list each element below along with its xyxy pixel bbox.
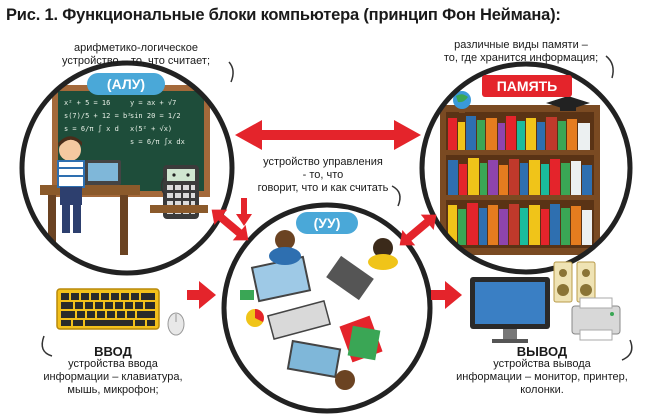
output-desc-line: колонки. <box>520 384 564 396</box>
alu-desc-line: арифметико-логическое <box>74 42 198 54</box>
board-line: y = ax + √7 <box>130 99 176 107</box>
arrow-cu-caption <box>236 198 252 226</box>
board-line: s = 6/π ∫x dx <box>130 137 185 146</box>
graduation-cap <box>546 96 590 110</box>
board-line: s(7)/5 + 12 = b² <box>64 112 131 120</box>
memory-desc-line: различные виды памяти – <box>454 39 588 51</box>
cu-badge <box>296 212 358 234</box>
keyboard-top <box>326 255 374 301</box>
input-desc-line: информации – клавиатура, <box>43 371 183 383</box>
alu-desc-line: устройство – то, что считает; <box>62 55 210 67</box>
arrow-alu-memory <box>235 120 421 150</box>
memory-badge-label: ПАМЯТЬ <box>497 78 558 94</box>
cu-desc-line: говорит, что и как считать <box>257 182 389 194</box>
input-heading: ВВОД <box>94 344 132 359</box>
input-block: ВВОД устройства ввода информации – клави… <box>28 345 198 397</box>
input-desc-line: устройства ввода <box>68 358 158 370</box>
memory-desc-line: то, где хранится информация; <box>443 52 599 64</box>
laptop <box>266 299 332 341</box>
books-row <box>448 203 592 245</box>
output-devices <box>470 261 621 343</box>
desk <box>40 185 140 195</box>
output-heading: ВЫВОД <box>516 344 568 359</box>
input-desc-line: мышь, микрофон; <box>67 384 159 396</box>
output-block: ВЫВОД устройства вывода информации – мон… <box>430 345 654 397</box>
boy-shirt <box>57 160 85 188</box>
alu-badge <box>87 73 165 95</box>
board-line: sin 20 = 1/2 <box>130 112 181 120</box>
arrow-input-cu <box>187 281 216 309</box>
cu-description: устройство управления - то, что говорит,… <box>230 156 416 195</box>
books-row <box>448 116 590 150</box>
arrow-alu-cu <box>211 209 249 241</box>
books-row <box>448 158 592 195</box>
memory-circle: ПАМЯТЬ <box>419 61 633 275</box>
mouse <box>167 312 185 336</box>
page-title: Рис. 1. Функциональные блоки компьютера … <box>6 6 561 24</box>
person-head <box>275 230 295 250</box>
arrows <box>187 120 462 309</box>
alu-circle: (АЛУ) x² + 5 = 16 s(7)/5 + 12 = b² s = 6… <box>19 60 235 276</box>
person-head <box>335 370 355 390</box>
cu-circle: (УУ) <box>221 202 433 414</box>
output-desc-line: информации – монитор, принтер, <box>456 371 628 383</box>
board-line: s = 6/π ∫ x d <box>64 124 119 133</box>
caption-pointers <box>41 55 633 361</box>
board-line: x(5² + √x) <box>130 125 172 133</box>
memory-badge <box>482 75 572 97</box>
arrow-cu-output <box>431 281 462 309</box>
chalkboard-formulas: x² + 5 = 16 s(7)/5 + 12 = b² s = 6/π ∫ x… <box>64 99 185 146</box>
keyboard-device <box>56 288 185 336</box>
boy-head <box>59 139 81 161</box>
board-line: x² + 5 = 16 <box>64 99 110 107</box>
tablet <box>286 339 342 379</box>
cu-desc-line: устройство управления <box>263 156 383 168</box>
output-desc-line: устройства вывода <box>493 358 591 370</box>
cu-desc-line: - то, что <box>302 169 344 181</box>
alu-badge-label: (АЛУ) <box>107 76 145 92</box>
arrow-memory-cu <box>399 214 437 246</box>
cu-badge-label: (УУ) <box>314 215 341 231</box>
alu-description: арифметико-логическое устройство – то, ч… <box>36 42 236 68</box>
person-head <box>373 238 393 258</box>
memory-description: различные виды памяти – то, где хранится… <box>426 39 616 65</box>
